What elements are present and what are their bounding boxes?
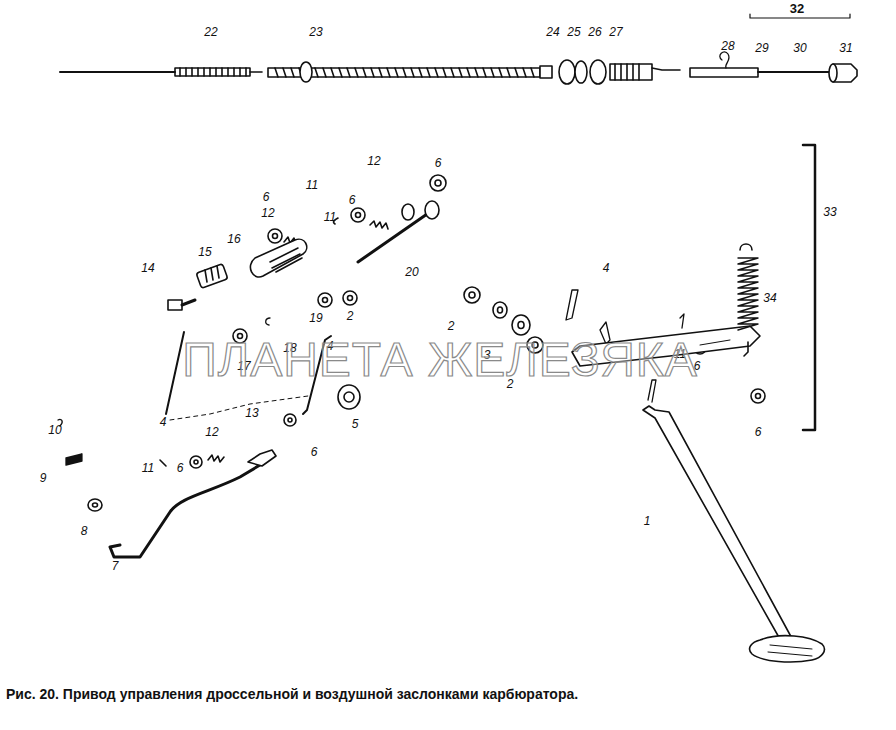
callout-number: 14 — [141, 262, 154, 274]
callout-number: 6 — [755, 426, 762, 438]
callout-number: 26 — [588, 26, 601, 38]
callout-number: 30 — [793, 42, 806, 54]
callout-number: 32 — [790, 2, 804, 15]
callout-number: 11 — [324, 211, 336, 223]
callout-number: 7 — [112, 560, 119, 572]
callout-number: 19 — [309, 312, 322, 324]
callout-number: 15 — [198, 246, 211, 258]
callout-number: 29 — [755, 42, 768, 54]
callout-number: 12 — [261, 207, 274, 219]
callout-number: 2 — [347, 310, 354, 322]
callout-number: 6 — [177, 462, 184, 474]
callout-number: 22 — [204, 26, 217, 38]
callout-number: 20 — [405, 266, 418, 278]
callout-number: 6 — [435, 157, 442, 169]
callout-number: 31 — [839, 42, 852, 54]
callout-number: 27 — [609, 26, 622, 38]
callout-number: 8 — [81, 525, 88, 537]
callout-number: 10 — [48, 424, 61, 436]
callout-number: 24 — [546, 26, 559, 38]
callout-number: 4 — [603, 262, 610, 274]
figure-caption: Рис. 20. Привод управления дроссельной и… — [6, 686, 578, 702]
callout-number: 16 — [227, 233, 240, 245]
watermark: ПЛАНЕТА ЖЕЛЕЗЯКА — [182, 336, 698, 384]
callout-number: 11 — [306, 179, 318, 191]
callout-number: 13 — [245, 407, 258, 419]
callout-number: 6 — [349, 194, 356, 206]
callout-number: 23 — [309, 26, 322, 38]
callout-number: 6 — [263, 191, 270, 203]
callout-number: 33 — [823, 206, 836, 218]
callout-number: 34 — [763, 292, 776, 304]
callout-number: 12 — [367, 155, 380, 167]
callout-number: 5 — [352, 418, 359, 430]
callout-number: 4 — [160, 416, 167, 428]
cable — [60, 14, 857, 84]
callout-number: 11 — [142, 462, 154, 474]
callout-number: 9 — [40, 472, 47, 484]
callout-number: 6 — [311, 446, 318, 458]
callout-number: 25 — [567, 26, 580, 38]
callout-number: 1 — [644, 515, 651, 527]
callout-number: 12 — [205, 426, 218, 438]
callout-number: 2 — [448, 320, 455, 332]
pedal — [464, 145, 824, 662]
callout-number: 28 — [721, 40, 734, 52]
